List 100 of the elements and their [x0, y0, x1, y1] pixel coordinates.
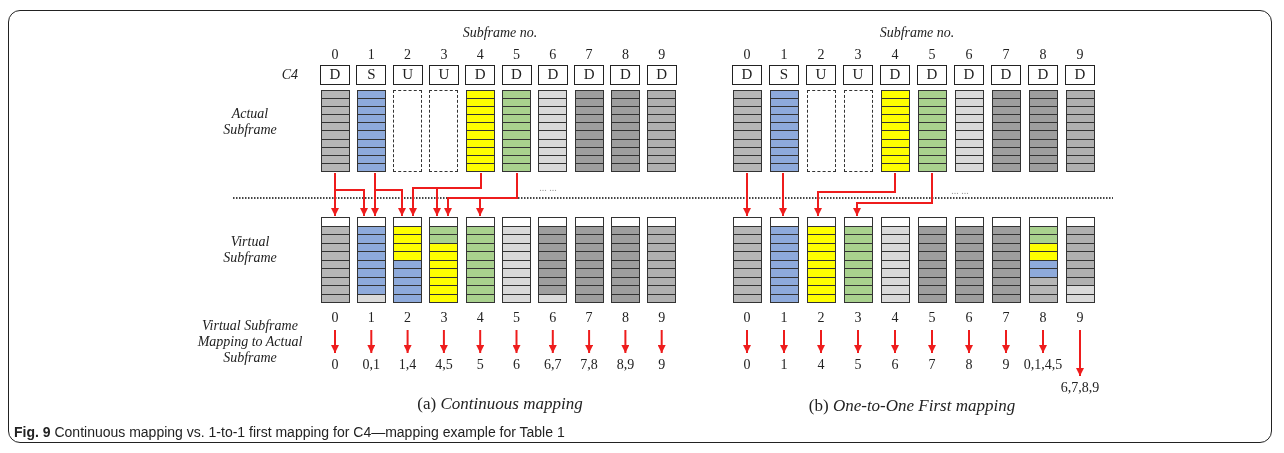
- arrow: [433, 172, 482, 217]
- subframe-type-box: S: [769, 65, 799, 85]
- column-number: 4: [891, 47, 899, 63]
- subframe-column: [843, 217, 873, 303]
- column-number: 7: [1002, 47, 1010, 63]
- subframe-number: 8: [965, 357, 973, 373]
- subframe-number: 4: [476, 310, 484, 326]
- arrow: [817, 329, 825, 354]
- arrow: [367, 329, 376, 354]
- row-label: Actual Subframe: [222, 106, 278, 138]
- arrow: [657, 329, 666, 354]
- arrow: [853, 172, 933, 217]
- arrow: [1002, 329, 1010, 354]
- arrow: [548, 329, 557, 354]
- subframe-number: 6: [891, 357, 899, 373]
- subframe-column: [320, 90, 350, 172]
- subframe-number: 5: [854, 357, 862, 373]
- subframe-column: [465, 217, 495, 303]
- subframe-number: 9: [658, 310, 666, 326]
- subframe-column: [1028, 217, 1058, 303]
- column-number: 9: [658, 47, 666, 63]
- subframe-type-box: D: [1028, 65, 1058, 85]
- subframe-column: [880, 217, 910, 303]
- column-number: 2: [817, 47, 825, 63]
- subframe-number: 6: [549, 310, 557, 326]
- subframe-number: 6: [965, 310, 973, 326]
- subframe-column: [880, 90, 910, 172]
- subframe-column: [538, 90, 568, 172]
- subframe-type-box: D: [880, 65, 910, 85]
- subframe-number: 2: [404, 310, 412, 326]
- subframe-column: [769, 90, 799, 172]
- subframe-type-box: D: [320, 65, 350, 85]
- subframe-number: 5: [513, 310, 520, 326]
- column-number: 1: [367, 47, 375, 63]
- arrow: [743, 329, 751, 354]
- arrow: [621, 329, 630, 354]
- subframe-column: [610, 217, 640, 303]
- column-number: 1: [780, 47, 788, 63]
- subframe-number: 7: [928, 357, 936, 373]
- subframe-number: 1,4: [398, 357, 417, 373]
- subframe-type-box: D: [917, 65, 947, 85]
- arrow: [780, 329, 788, 354]
- subframe-column: [991, 90, 1021, 172]
- subframe-number: 1: [780, 357, 788, 373]
- ellipsis: ... ...: [951, 184, 969, 198]
- arrow: [1039, 329, 1047, 354]
- column-number: 0: [331, 47, 339, 63]
- subframe-column: [502, 90, 531, 172]
- arrow: [439, 329, 448, 354]
- subframe-type-box: D: [954, 65, 984, 85]
- subframe-number: 6,7,8,9: [1060, 380, 1100, 396]
- subframe-number: 5: [928, 310, 936, 326]
- column-number: 0: [743, 47, 751, 63]
- arrow: [928, 329, 936, 354]
- subframe-column: [647, 217, 677, 303]
- subframe-column: [647, 90, 677, 172]
- subframe-number: 4,5: [435, 357, 453, 373]
- subframe-number: 7: [1002, 310, 1010, 326]
- column-number: 8: [621, 47, 629, 63]
- arrow: [374, 172, 406, 217]
- subframe-type-box: D: [574, 65, 605, 85]
- arrow: [1076, 329, 1084, 377]
- subframe-type-box: D: [1065, 65, 1095, 85]
- arrow: [331, 329, 339, 354]
- arrow: [512, 329, 521, 354]
- subframe-column: [574, 90, 604, 172]
- panel-caption: (b) One-to-One First mapping: [808, 398, 1016, 414]
- subframe-column: [732, 90, 762, 172]
- subframe-column: [1028, 90, 1058, 172]
- heading: Subframe no.: [879, 25, 955, 41]
- subframe-number: 8: [1039, 310, 1047, 326]
- subframe-number: 0,1,4,5: [1023, 357, 1063, 373]
- figure-caption: Fig. 9 Continuous mapping vs. 1-to-1 first mapping for C4—mapping example for Table 1: [14, 424, 565, 440]
- row-label: C4: [281, 67, 298, 83]
- subframe-type-box: U: [843, 65, 873, 85]
- subframe-number: 0: [331, 357, 339, 373]
- arrow: [814, 172, 896, 217]
- subframe-type-box: D: [501, 65, 532, 85]
- subframe-number: 3: [440, 310, 448, 326]
- arrow: [891, 329, 899, 354]
- subframe-number: 7,8: [580, 357, 598, 373]
- ellipsis: ... ...: [539, 181, 557, 195]
- subframe-column: [1065, 217, 1095, 303]
- subframe-column: [954, 217, 984, 303]
- subframe-column: [1065, 90, 1095, 172]
- subframe-number: 8,9: [616, 357, 635, 373]
- subframe-number: 6: [513, 357, 520, 373]
- subframe-type-box: U: [806, 65, 836, 85]
- column-number: 6: [965, 47, 973, 63]
- subframe-type-box: D: [537, 65, 568, 85]
- column-number: 9: [1076, 47, 1084, 63]
- column-number: 5: [513, 47, 520, 63]
- subframe-type-box: D: [610, 65, 641, 85]
- column-number: 2: [404, 47, 412, 63]
- column-number: 3: [440, 47, 448, 63]
- subframe-number: 6,7: [544, 357, 562, 373]
- subframe-number: 9: [1076, 310, 1084, 326]
- arrow: [965, 329, 973, 354]
- column-number: 8: [1039, 47, 1047, 63]
- arrow: [585, 329, 594, 354]
